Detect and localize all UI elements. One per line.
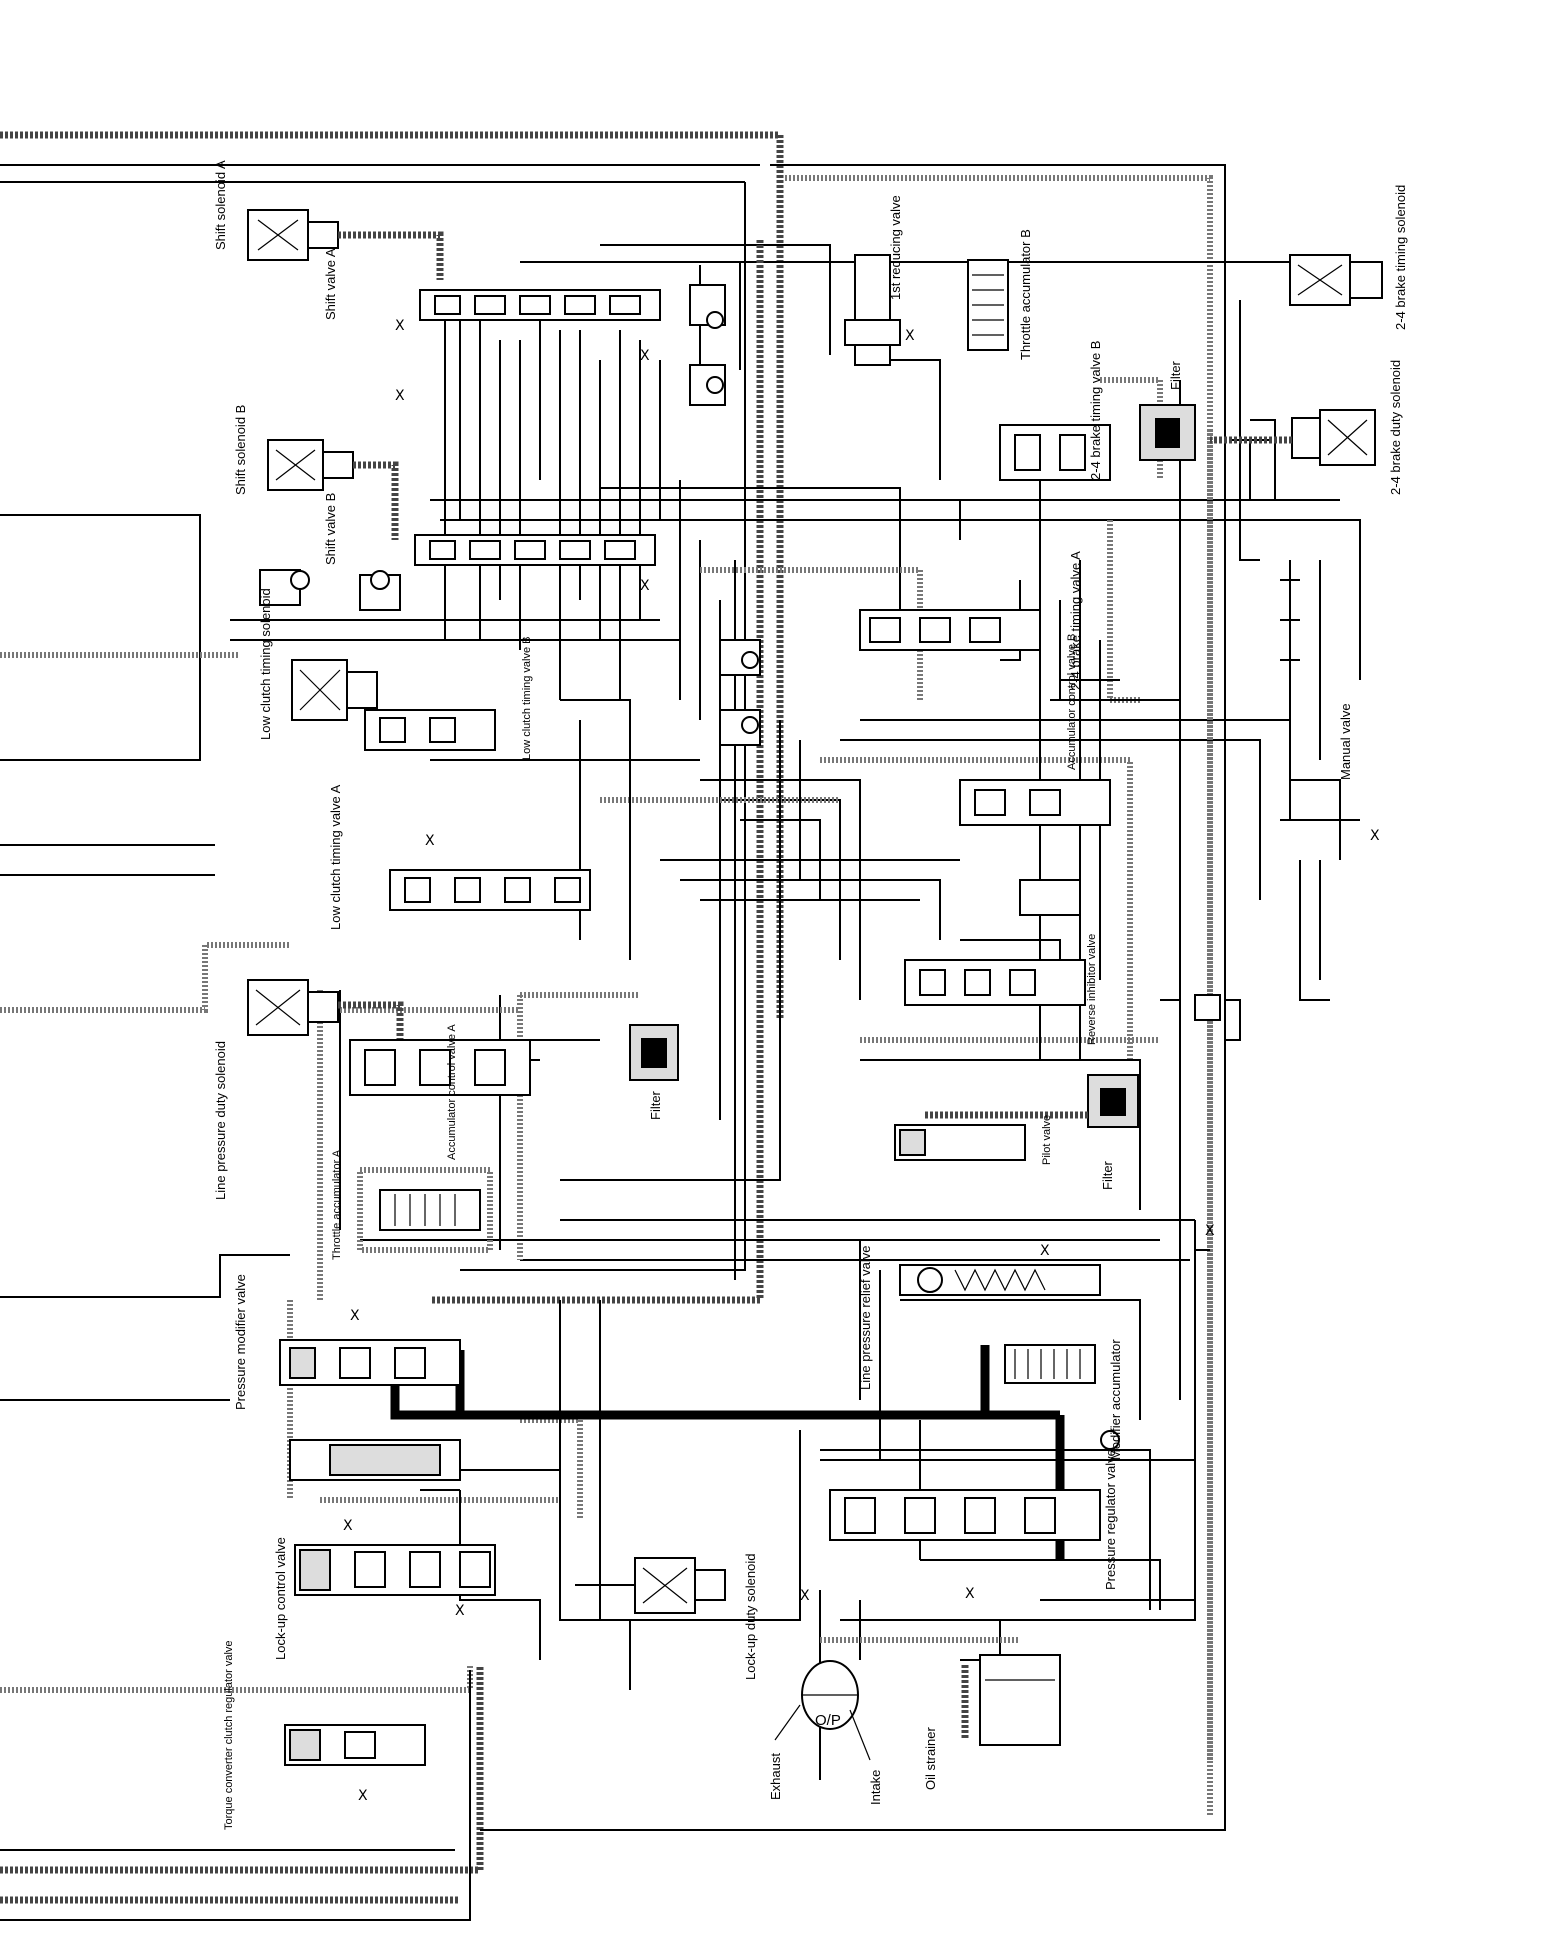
label-brake-24-timing-valve-a: 2-4 brake timing valve A — [1068, 551, 1083, 690]
internal-passages — [230, 182, 1361, 1780]
pressure-modifier-valve-icon — [279, 1339, 461, 1386]
check-ball-icons — [259, 284, 1221, 1450]
torque-converter-clutch-regulator-valve-icon — [284, 1724, 426, 1766]
throttle-accumulator-a-icon — [357, 1167, 493, 1253]
low-clutch-timing-valve-a-icon — [389, 869, 591, 911]
brake-24-timing-solenoid-icon — [1289, 254, 1383, 306]
label-modifier-accumulator: Modifier accumulator — [1108, 1339, 1123, 1460]
label-accumulator-control-valve-b: Accumulator control valve B — [1066, 634, 1078, 770]
label-pressure-regulator-valve: Pressure regulator valve — [1103, 1449, 1118, 1590]
filter-top-icon — [1139, 404, 1196, 461]
label-first-reducing-valve: 1st reducing valve — [888, 195, 903, 300]
x-mark: X — [425, 833, 435, 849]
label-manual-valve: Manual valve — [1338, 703, 1353, 780]
label-oil-strainer: Oil strainer — [923, 1726, 938, 1790]
x-mark: X — [640, 578, 650, 594]
label-lockup-duty-solenoid: Lock-up duty solenoid — [743, 1554, 758, 1680]
exhaust-x-marks: X X X X X X X X X X X X X X X — [343, 318, 1380, 1804]
label-filter-right: Filter — [1100, 1160, 1115, 1190]
low-clutch-timing-solenoid-icon — [291, 659, 378, 721]
label-low-clutch-timing-valve-a: Low clutch timing valve A — [328, 784, 343, 930]
manual-valve-icon — [1280, 560, 1360, 1001]
x-mark: X — [455, 1603, 465, 1619]
pilot-valve-icon — [894, 1111, 1088, 1161]
accumulator-control-valve-b-icon — [959, 779, 1111, 826]
label-exhaust: Exhaust — [768, 1753, 783, 1800]
label-brake-24-duty-solenoid: 2-4 brake duty solenoid — [1388, 360, 1403, 495]
x-mark: X — [395, 388, 405, 404]
brake-24-timing-valve-a-icon — [859, 609, 1041, 651]
label-brake-24-timing-valve-b: 2-4 brake timing valve B — [1088, 341, 1103, 480]
label-torque-converter-clutch-regulator-valve: Torque converter clutch regulator valve — [223, 1640, 235, 1830]
brake-24-timing-valve-b-icon — [999, 424, 1111, 481]
label-pressure-modifier-valve: Pressure modifier valve — [233, 1274, 248, 1410]
low-clutch-timing-valve-b-icon — [364, 709, 496, 751]
shift-valve-a — [419, 289, 661, 321]
x-mark: X — [640, 348, 650, 364]
label-op: O/P — [815, 1712, 841, 1729]
solenoid-modifier-plunger-icon — [289, 1439, 461, 1481]
right-frame — [480, 164, 1241, 1831]
x-mark: X — [905, 328, 915, 344]
label-throttle-accumulator-b: Throttle accumulator B — [1018, 229, 1033, 360]
label-reverse-inhibitor-valve: Reverse inhibitor valve — [1086, 934, 1098, 1045]
label-shift-valve-a: Shift valve A — [323, 248, 338, 320]
brake-24-duty-solenoid-icon — [1210, 409, 1376, 466]
label-shift-valve-b: Shift valve B — [323, 493, 338, 565]
lockup-duty-solenoid-icon — [575, 1557, 726, 1614]
modifier-accumulator-icon — [1004, 1344, 1096, 1384]
x-mark: X — [800, 1588, 810, 1604]
label-brake-24-timing-solenoid: 2-4 brake timing solenoid — [1393, 185, 1408, 330]
shift-valve-b — [414, 534, 656, 566]
label-accumulator-control-valve-a: Accumulator control valve A — [446, 1024, 458, 1160]
x-mark: X — [1370, 828, 1380, 844]
label-filter-mid: Filter — [648, 1090, 663, 1120]
label-filter-top: Filter — [1168, 360, 1183, 390]
line-pressure-duty-solenoid-icon — [247, 979, 404, 1050]
label-low-clutch-timing-valve-b: Low clutch timing valve B — [521, 637, 533, 761]
shift-solenoid-b-icon — [267, 439, 399, 540]
x-mark: X — [1040, 1243, 1050, 1259]
x-mark: X — [343, 1518, 353, 1534]
line-pressure-relief-valve-icon — [899, 1264, 1101, 1296]
label-shift-solenoid-a: Shift solenoid A — [213, 160, 228, 250]
filter-right-icon — [1087, 1074, 1139, 1128]
oil-strainer-icon — [961, 1654, 1061, 1746]
label-throttle-accumulator-a: Throttle accumulator A — [331, 1149, 343, 1260]
label-lockup-control-valve: Lock-up control valve — [273, 1537, 288, 1660]
label-pilot-valve: Pilot valve — [1041, 1115, 1053, 1165]
accumulator-control-valve-a-icon — [349, 1039, 531, 1096]
x-mark: X — [965, 1586, 975, 1602]
throttle-accumulator-b-icon — [967, 259, 1009, 351]
x-mark: X — [395, 318, 405, 334]
label-intake: Intake — [868, 1770, 883, 1805]
pump-icon — [774, 1660, 871, 1761]
pressure-regulator-valve-icon — [829, 1489, 1101, 1541]
reverse-inhibitor-valve-icon — [904, 879, 1086, 1006]
x-mark: X — [358, 1788, 368, 1804]
label-line-pressure-duty-solenoid: Line pressure duty solenoid — [213, 1041, 228, 1200]
label-shift-solenoid-b: Shift solenoid B — [233, 405, 248, 495]
x-mark: X — [350, 1308, 360, 1324]
shift-solenoid-a-icon — [247, 209, 444, 280]
label-low-clutch-timing-solenoid: Low clutch timing solenoid — [258, 588, 273, 740]
first-reducing-valve-icon — [844, 254, 901, 366]
label-line-pressure-relief-valve: Line pressure relief valve — [858, 1245, 873, 1390]
lockup-control-valve-icon — [294, 1544, 496, 1596]
filter-mid-icon — [629, 1024, 679, 1081]
labels: Shift solenoid A Shift valve A 1st reduc… — [213, 160, 1408, 1830]
x-mark: X — [1205, 1223, 1215, 1239]
